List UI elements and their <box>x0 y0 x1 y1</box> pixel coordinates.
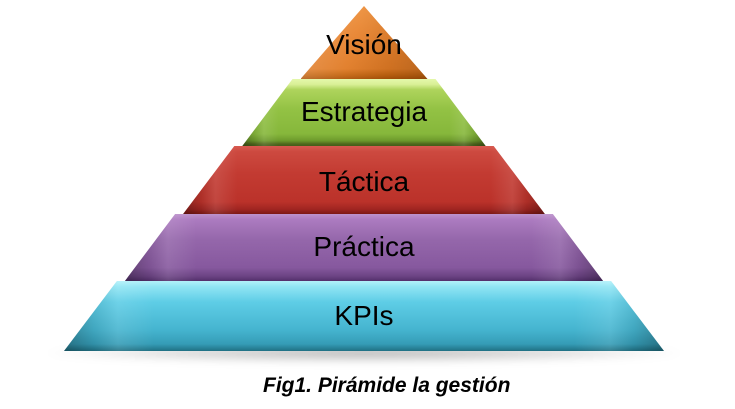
pyramid-label-vision: Visión <box>326 29 402 60</box>
pyramid-diagram: Visión Estrategia Táctica Práctica KPIs <box>46 6 682 363</box>
pyramid-tier-tactica-shape <box>183 146 545 214</box>
pyramid-label-tactica: Táctica <box>318 166 410 197</box>
pyramid-tier-kpis-shape <box>64 281 664 351</box>
pyramid-label-estrategia: Estrategia <box>300 96 428 127</box>
figure-caption: Fig1. Pirámide la gestión <box>263 374 511 397</box>
pyramid-label-kpis: KPIs <box>334 300 394 331</box>
pyramid-tier-practica-shape <box>124 214 604 281</box>
pyramid-label-practica: Práctica <box>313 231 415 262</box>
